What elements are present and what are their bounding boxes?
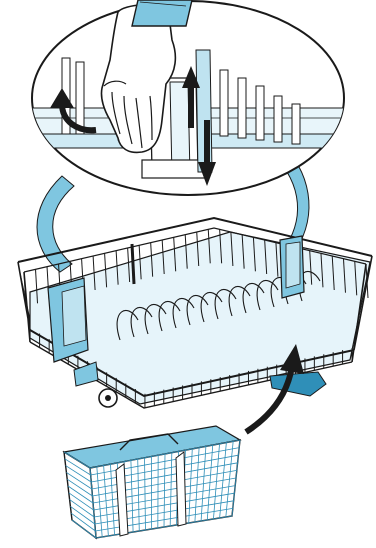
cutlery-basket[interactable]: [64, 426, 240, 538]
rack-latch-right[interactable]: [280, 236, 304, 298]
magnifier-connector-left: [37, 176, 74, 272]
upper-rack: [18, 218, 372, 408]
detail-magnifier: [20, 0, 360, 195]
wheel-icon: [99, 389, 117, 407]
